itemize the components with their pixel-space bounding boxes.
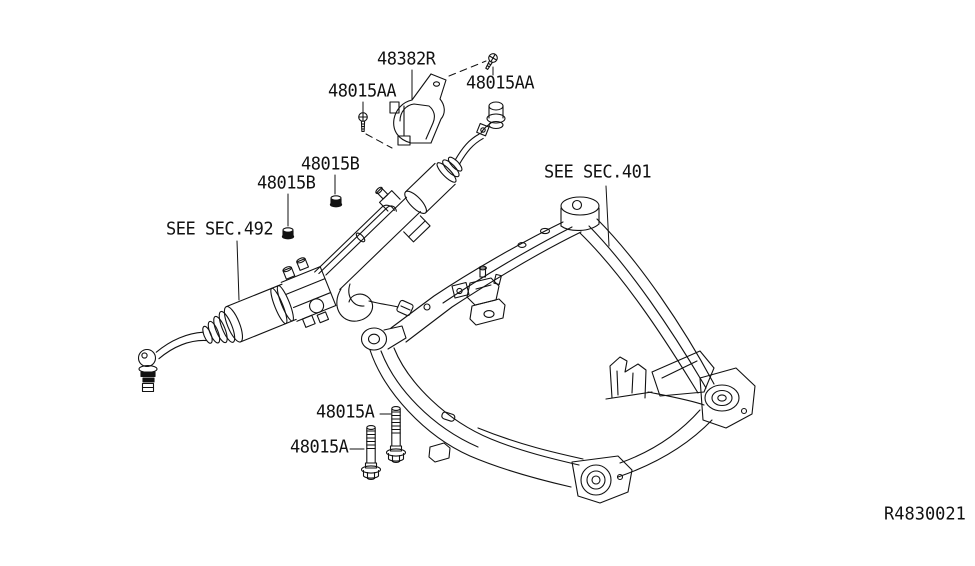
diagram-reference-code: R4830021 — [884, 503, 966, 525]
part-label-48015b-top: 48015B — [301, 153, 360, 175]
subframe-drawing — [360, 196, 756, 504]
part-label-48015b-left: 48015B — [257, 172, 316, 194]
bolt-icon-left — [360, 425, 382, 481]
nut-icon-left — [281, 227, 295, 240]
dashed-assembly-lines — [365, 60, 487, 149]
part-label-48382r: 48382R — [377, 48, 436, 70]
part-label-48015a-top: 48015A — [316, 401, 375, 423]
bracket-48382r-drawing — [389, 73, 447, 146]
screw-icon-right — [485, 53, 498, 70]
section-ref-401: SEE SEC.401 — [544, 161, 652, 183]
nut-icon-top — [329, 195, 343, 208]
part-label-48015aa-left: 48015AA — [328, 80, 397, 102]
part-label-48015aa-right: 48015AA — [466, 72, 535, 94]
section-ref-492: SEE SEC.492 — [166, 218, 274, 240]
leader-lines — [236, 66, 610, 450]
bolt-icon-right — [385, 406, 407, 464]
part-label-48015a-bottom: 48015A — [290, 436, 349, 458]
screw-icon-left — [358, 112, 368, 133]
steering-gear-drawing — [137, 101, 506, 393]
